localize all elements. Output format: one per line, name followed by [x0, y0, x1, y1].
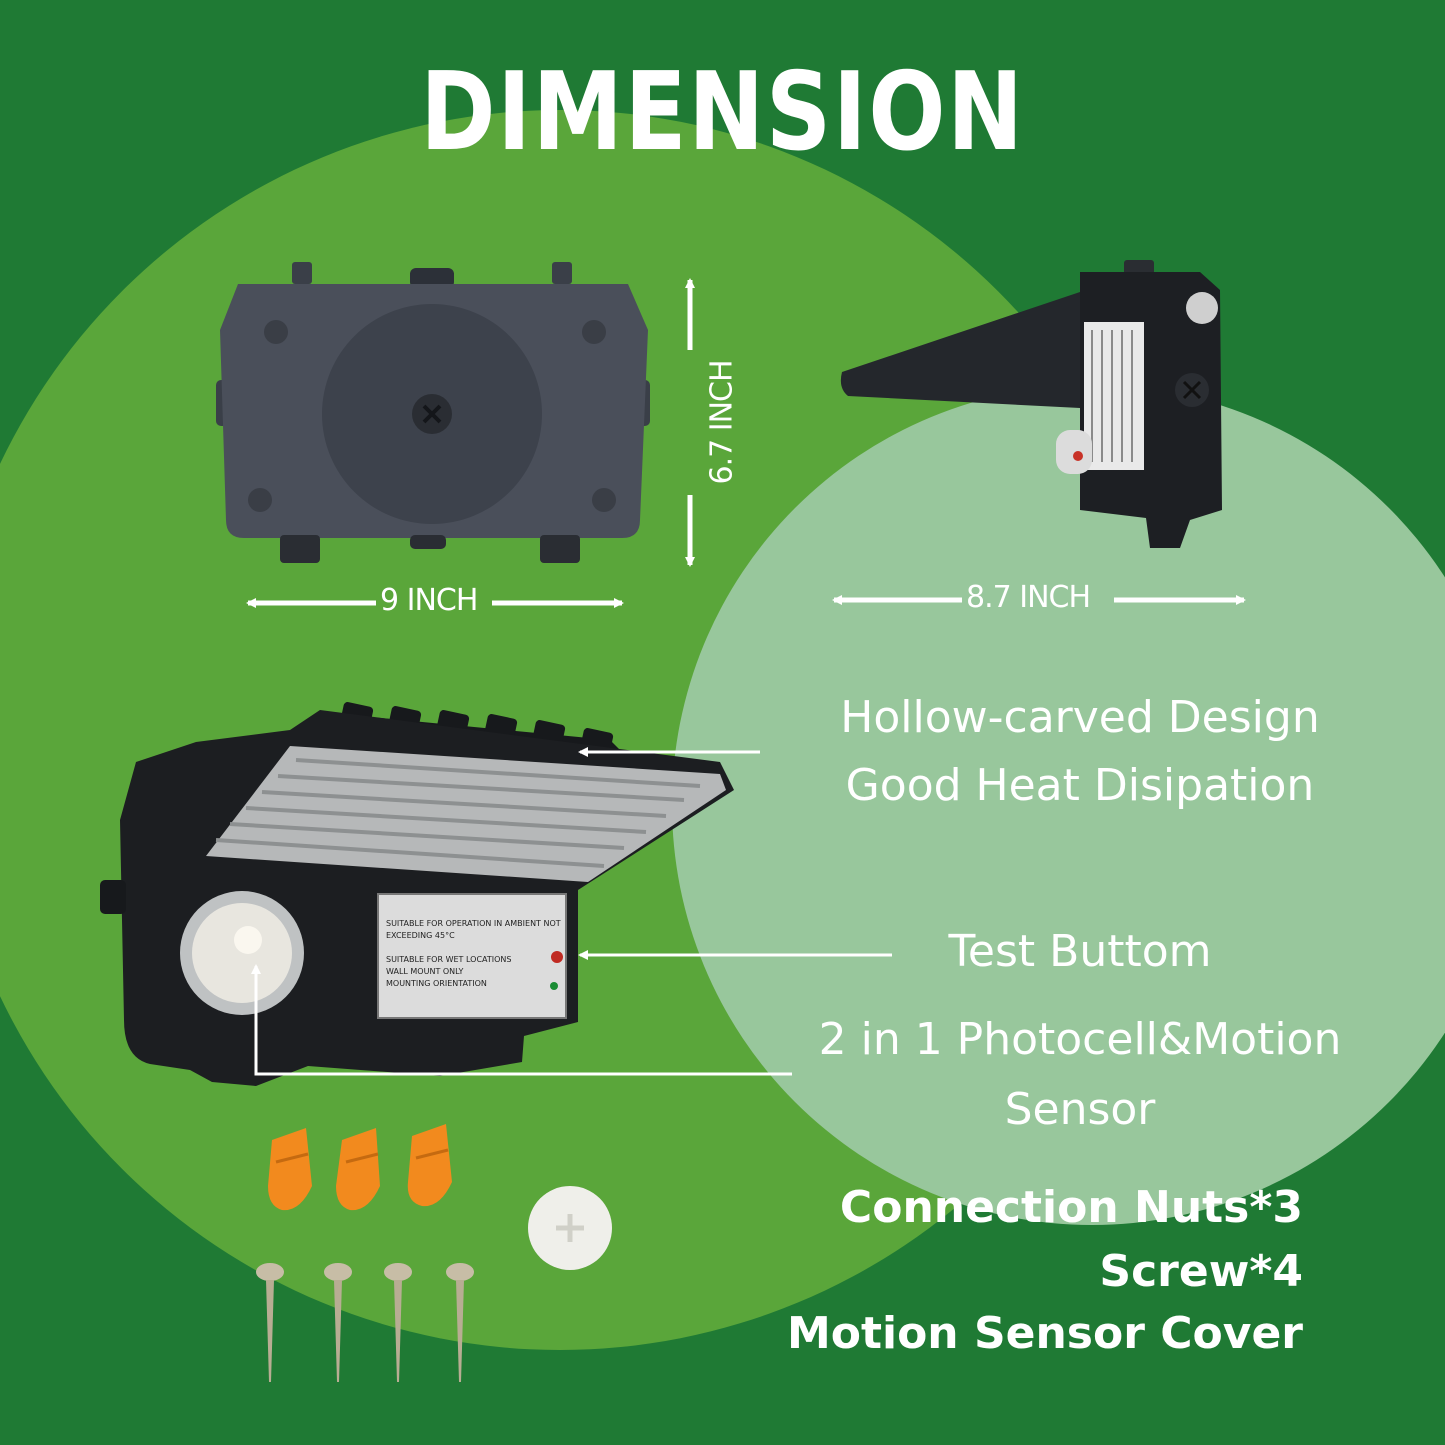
- fixture-side-view: [840, 260, 1222, 548]
- motion-sensor-cover: [528, 1186, 612, 1270]
- accessory-nuts: Connection Nuts*3: [839, 1182, 1303, 1233]
- width-dimension-label: 9 INCH: [380, 583, 478, 618]
- feature-sensor-line-1: 2 in 1 Photocell&Motion: [818, 1014, 1342, 1065]
- feature-heat-line-2: Good Heat Disipation: [845, 760, 1315, 811]
- height-dimension-label: 6.7 INCH: [704, 360, 740, 485]
- accessory-screws: Screw*4: [1099, 1246, 1303, 1297]
- accessory-cover: Motion Sensor Cover: [786, 1308, 1303, 1359]
- connection-nuts: [268, 1124, 452, 1211]
- feature-heat-line-1: Hollow-carved Design: [840, 692, 1320, 743]
- label-line-2: EXCEEDING 45°C: [386, 931, 455, 940]
- feature-sensor-line-2: Sensor: [1004, 1084, 1156, 1135]
- feature-test-button: Test Buttom: [948, 926, 1212, 977]
- label-line-1: SUITABLE FOR OPERATION IN AMBIENT NOT: [386, 919, 561, 928]
- test-button-dot: [551, 951, 563, 963]
- background-circle-light: [672, 385, 1445, 1225]
- callout-arrows: [251, 747, 892, 1076]
- screws: [256, 1263, 474, 1382]
- depth-dimension-label: 8.7 INCH: [966, 580, 1091, 615]
- fixture-front-view: SUITABLE FOR OPERATION IN AMBIENT NOT EX…: [100, 702, 734, 1086]
- label-line-4: WALL MOUNT ONLY: [386, 967, 464, 976]
- label-line-3: SUITABLE FOR WET LOCATIONS: [386, 955, 511, 964]
- label-line-5: MOUNTING ORIENTATION: [386, 979, 487, 988]
- dimension-arrows: [246, 278, 1246, 608]
- page-title: DIMENSION: [420, 50, 1025, 175]
- fixture-back-view: [216, 262, 650, 563]
